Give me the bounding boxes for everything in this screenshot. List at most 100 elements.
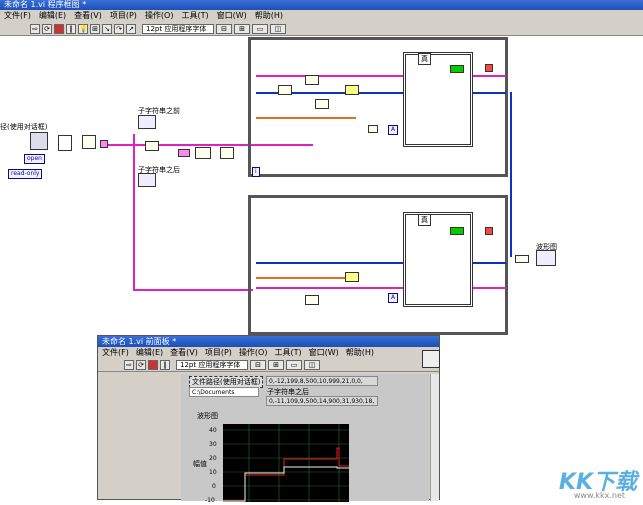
menu-help[interactable]: 帮助(H) [254, 11, 284, 20]
graph-plot: 40 30 20 10 0 -10 幅值 [193, 424, 349, 504]
step-into-icon[interactable]: ↘ [102, 23, 112, 34]
vi-icon [422, 350, 440, 368]
highlight-icon[interactable]: 💡 [78, 23, 88, 34]
svg-text:20: 20 [209, 455, 217, 462]
pause-icon[interactable]: ‖ [160, 359, 170, 370]
fp-menu-edit[interactable]: 编辑(E) [135, 348, 164, 357]
fp-menu-operate[interactable]: 操作(O) [238, 348, 268, 357]
subvi-node[interactable] [315, 99, 329, 109]
step-out-icon[interactable]: ↗ [126, 23, 136, 34]
match-pattern-node[interactable] [145, 141, 159, 151]
case-selector-bottom[interactable]: 真 [418, 214, 431, 226]
reorder-icon[interactable]: ◫ [304, 359, 320, 370]
wire [256, 92, 506, 94]
before-indicator[interactable] [138, 115, 156, 129]
svg-text:30: 30 [209, 441, 217, 448]
svg-text:40: 40 [209, 427, 217, 434]
waveform-graph-terminal[interactable] [536, 250, 556, 266]
case-selector-top[interactable]: 真 [418, 53, 431, 65]
resize-icon[interactable]: ▭ [286, 359, 302, 370]
y-axis-label: 幅值 [193, 459, 207, 468]
window-title: 未命名 1.vi 程序框图 * [0, 0, 643, 10]
resize-icon[interactable]: ▭ [252, 23, 268, 34]
compare-node[interactable] [345, 85, 359, 95]
step-over-icon[interactable]: ↷ [114, 23, 124, 34]
run-arrow-icon[interactable]: ⇨ [30, 23, 40, 34]
bool-const[interactable] [450, 65, 464, 73]
reorder-icon[interactable]: ◫ [270, 23, 286, 34]
case-structure-bottom[interactable] [403, 212, 473, 307]
after-label: 子字符串之后 [267, 388, 309, 396]
run-arrow-icon[interactable]: ⇨ [124, 359, 134, 370]
front-panel-window[interactable]: 未命名 1.vi 前面板 * 文件(F) 编辑(E) 查看(V) 项目(P) 操… [97, 335, 440, 504]
svg-text:0: 0 [212, 483, 216, 490]
front-panel-body[interactable]: 文件路径(使用对话框) C:\Documents 0,-12,199,8,500… [181, 374, 429, 504]
fp-menu-help[interactable]: 帮助(H) [345, 348, 375, 357]
for-loop-top[interactable] [248, 37, 508, 177]
wire [256, 262, 506, 264]
stop-icon[interactable] [485, 227, 493, 235]
scan-node[interactable] [195, 147, 211, 159]
watermark-logo: KK下载 [558, 470, 637, 495]
fp-menu-window[interactable]: 窗口(W) [308, 348, 339, 357]
read-node[interactable] [100, 140, 108, 148]
run-continuous-icon[interactable]: ⟳ [136, 359, 146, 370]
align-icon[interactable]: ⊟ [250, 359, 266, 370]
file-dialog-node[interactable] [30, 132, 48, 150]
stop-icon[interactable] [485, 64, 493, 72]
subvi-node[interactable] [278, 85, 292, 95]
subvi-node[interactable] [305, 295, 319, 305]
iteration-terminal: i [252, 167, 260, 177]
wire [133, 134, 135, 289]
fp-menu-file[interactable]: 文件(F) [102, 348, 129, 357]
distribute-icon[interactable]: ⊞ [234, 23, 250, 34]
open-const[interactable]: open [24, 154, 45, 164]
menu-tools[interactable]: 工具(T) [181, 11, 209, 20]
before-string-indicator: 0,-12,199,8,500,10,999,21,0,0, [266, 376, 378, 386]
retain-wire-icon[interactable]: ⊞ [90, 23, 100, 34]
file-icon[interactable] [58, 135, 72, 151]
logic-node[interactable] [368, 125, 378, 133]
for-loop-bottom[interactable] [248, 195, 508, 335]
const-a-bottom[interactable]: A [388, 293, 399, 303]
fp-menu-tools[interactable]: 工具(T) [274, 348, 302, 357]
string-node[interactable] [178, 149, 190, 157]
wire [256, 287, 506, 289]
front-panel-toolbar: ⇨ ⟳ ‖ 12pt 应用程序字体 ⊟ ⊞ ▭ ◫ [98, 358, 439, 372]
after-indicator[interactable] [138, 173, 156, 187]
before-label: 子字符串之前 [138, 107, 180, 115]
readonly-const[interactable]: read-only [8, 169, 43, 179]
align-icon[interactable]: ⊟ [216, 23, 232, 34]
run-continuous-icon[interactable]: ⟳ [42, 23, 52, 34]
graph-label: 波形图 [536, 243, 557, 251]
subvi-node[interactable] [305, 75, 319, 85]
array-node[interactable] [220, 147, 234, 159]
pause-icon[interactable]: ‖ [66, 23, 76, 34]
build-array-node[interactable] [515, 255, 529, 263]
menu-edit[interactable]: 编辑(E) [38, 11, 67, 20]
waveform-graph[interactable]: 40 30 20 10 0 -10 幅值 [189, 422, 349, 504]
font-select[interactable]: 12pt 应用程序字体 [142, 23, 214, 34]
menu-operate[interactable]: 操作(O) [144, 11, 174, 20]
fp-font-select[interactable]: 12pt 应用程序字体 [176, 359, 248, 370]
menu-view[interactable]: 查看(V) [74, 11, 102, 20]
fp-menu-view[interactable]: 查看(V) [170, 348, 198, 357]
menu-file[interactable]: 文件(F) [4, 11, 31, 20]
abort-icon[interactable] [148, 359, 158, 370]
abort-icon[interactable] [54, 23, 64, 34]
file-dialog-label: 径(使用对话框) [0, 123, 48, 131]
fp-menu-project[interactable]: 项目(P) [204, 348, 232, 357]
menu-project[interactable]: 项目(P) [109, 11, 137, 20]
wire [108, 144, 133, 146]
open-file-node[interactable] [82, 135, 96, 149]
distribute-icon[interactable]: ⊞ [268, 359, 284, 370]
compare-node[interactable] [345, 272, 359, 282]
case-structure-top[interactable] [403, 52, 473, 147]
graph-title: 波形图 [197, 412, 218, 420]
wire [256, 75, 506, 77]
menu-window[interactable]: 窗口(W) [216, 11, 247, 20]
vertical-scrollbar[interactable] [430, 374, 439, 501]
const-a[interactable]: A [388, 125, 399, 135]
path-control[interactable]: C:\Documents [189, 387, 259, 397]
bool-const[interactable] [450, 227, 464, 235]
